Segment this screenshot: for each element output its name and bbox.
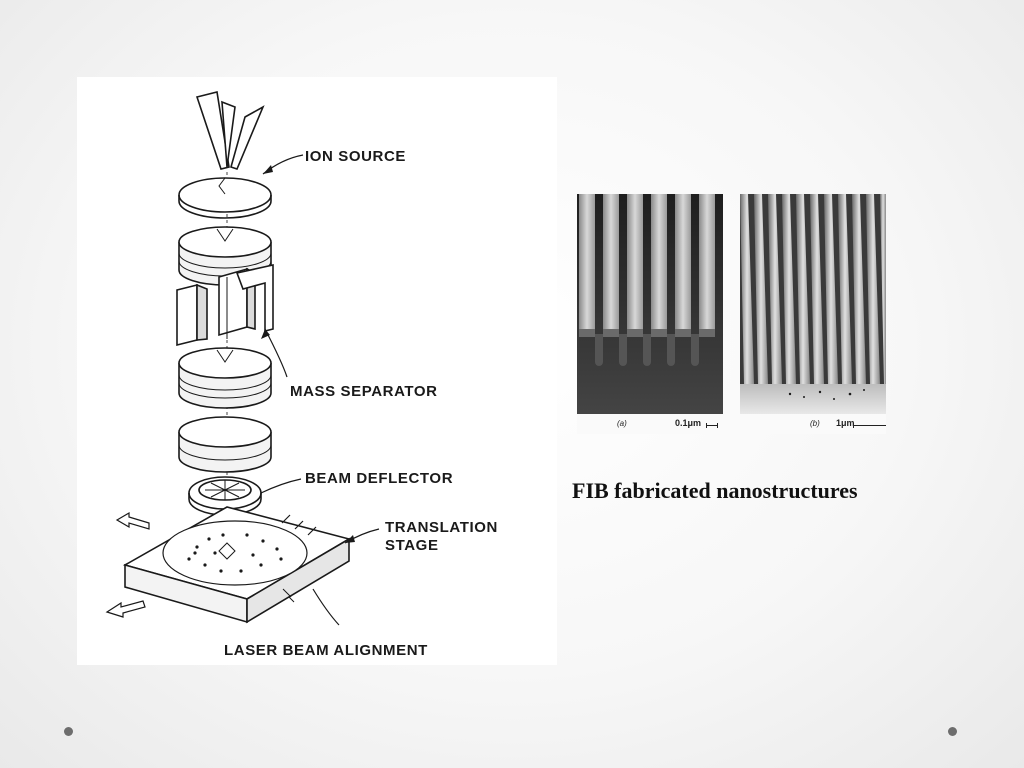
stage-motion-arrows [105,511,150,618]
sem-image-b [740,194,886,414]
slide-corner-dot-left [64,727,73,736]
label-stage: STAGE [385,537,439,554]
scale-bar-b [853,423,886,428]
label-ion-source: ION SOURCE [305,148,406,165]
scale-label-a: 0.1μm [675,418,702,428]
ion-source-needle [195,91,265,170]
ridges-a [579,194,715,334]
ridge-edges-a [579,329,715,337]
sem-micrograph-a: (a) 0.1μm [577,194,723,434]
ion-source-lens [178,177,272,219]
scale-bar-a [706,423,718,428]
scale-label-b: 1μm [836,418,855,428]
figure-caption: FIB fabricated nanostructures [572,478,858,503]
slide-corner-dot-right [948,727,957,736]
fib-column-diagram: ION SOURCE MASS SEPARATOR BEAM DEFLECTOR… [77,77,557,665]
debris-b [788,389,865,400]
wafer-dots [187,533,283,573]
micrograph-tag-a: (a) [617,419,627,428]
translation-stage [122,506,352,624]
sem-caption-b: (b) 1μm [740,414,886,434]
fib-column-drawing: ION SOURCE MASS SEPARATOR BEAM DEFLECTOR… [105,91,498,659]
ridges-b [740,194,886,384]
label-mass-separator: MASS SEPARATOR [290,383,438,400]
sem-micrograph-b: (b) 1μm [740,194,886,434]
sem-image-a [577,194,723,414]
beam-deflector-ring [188,476,262,516]
lens-disc-2 [178,347,272,409]
sem-caption-a: (a) 0.1μm [577,414,723,434]
mass-separator-blocks [176,264,274,347]
trench-bottoms-a [595,334,699,366]
label-beam-deflector: BEAM DEFLECTOR [305,470,453,487]
micrograph-tag-b: (b) [810,419,820,428]
label-laser-beam-alignment: LASER BEAM ALIGNMENT [224,642,428,659]
label-translation: TRANSLATION [385,519,498,536]
lens-disc-3 [178,416,272,473]
